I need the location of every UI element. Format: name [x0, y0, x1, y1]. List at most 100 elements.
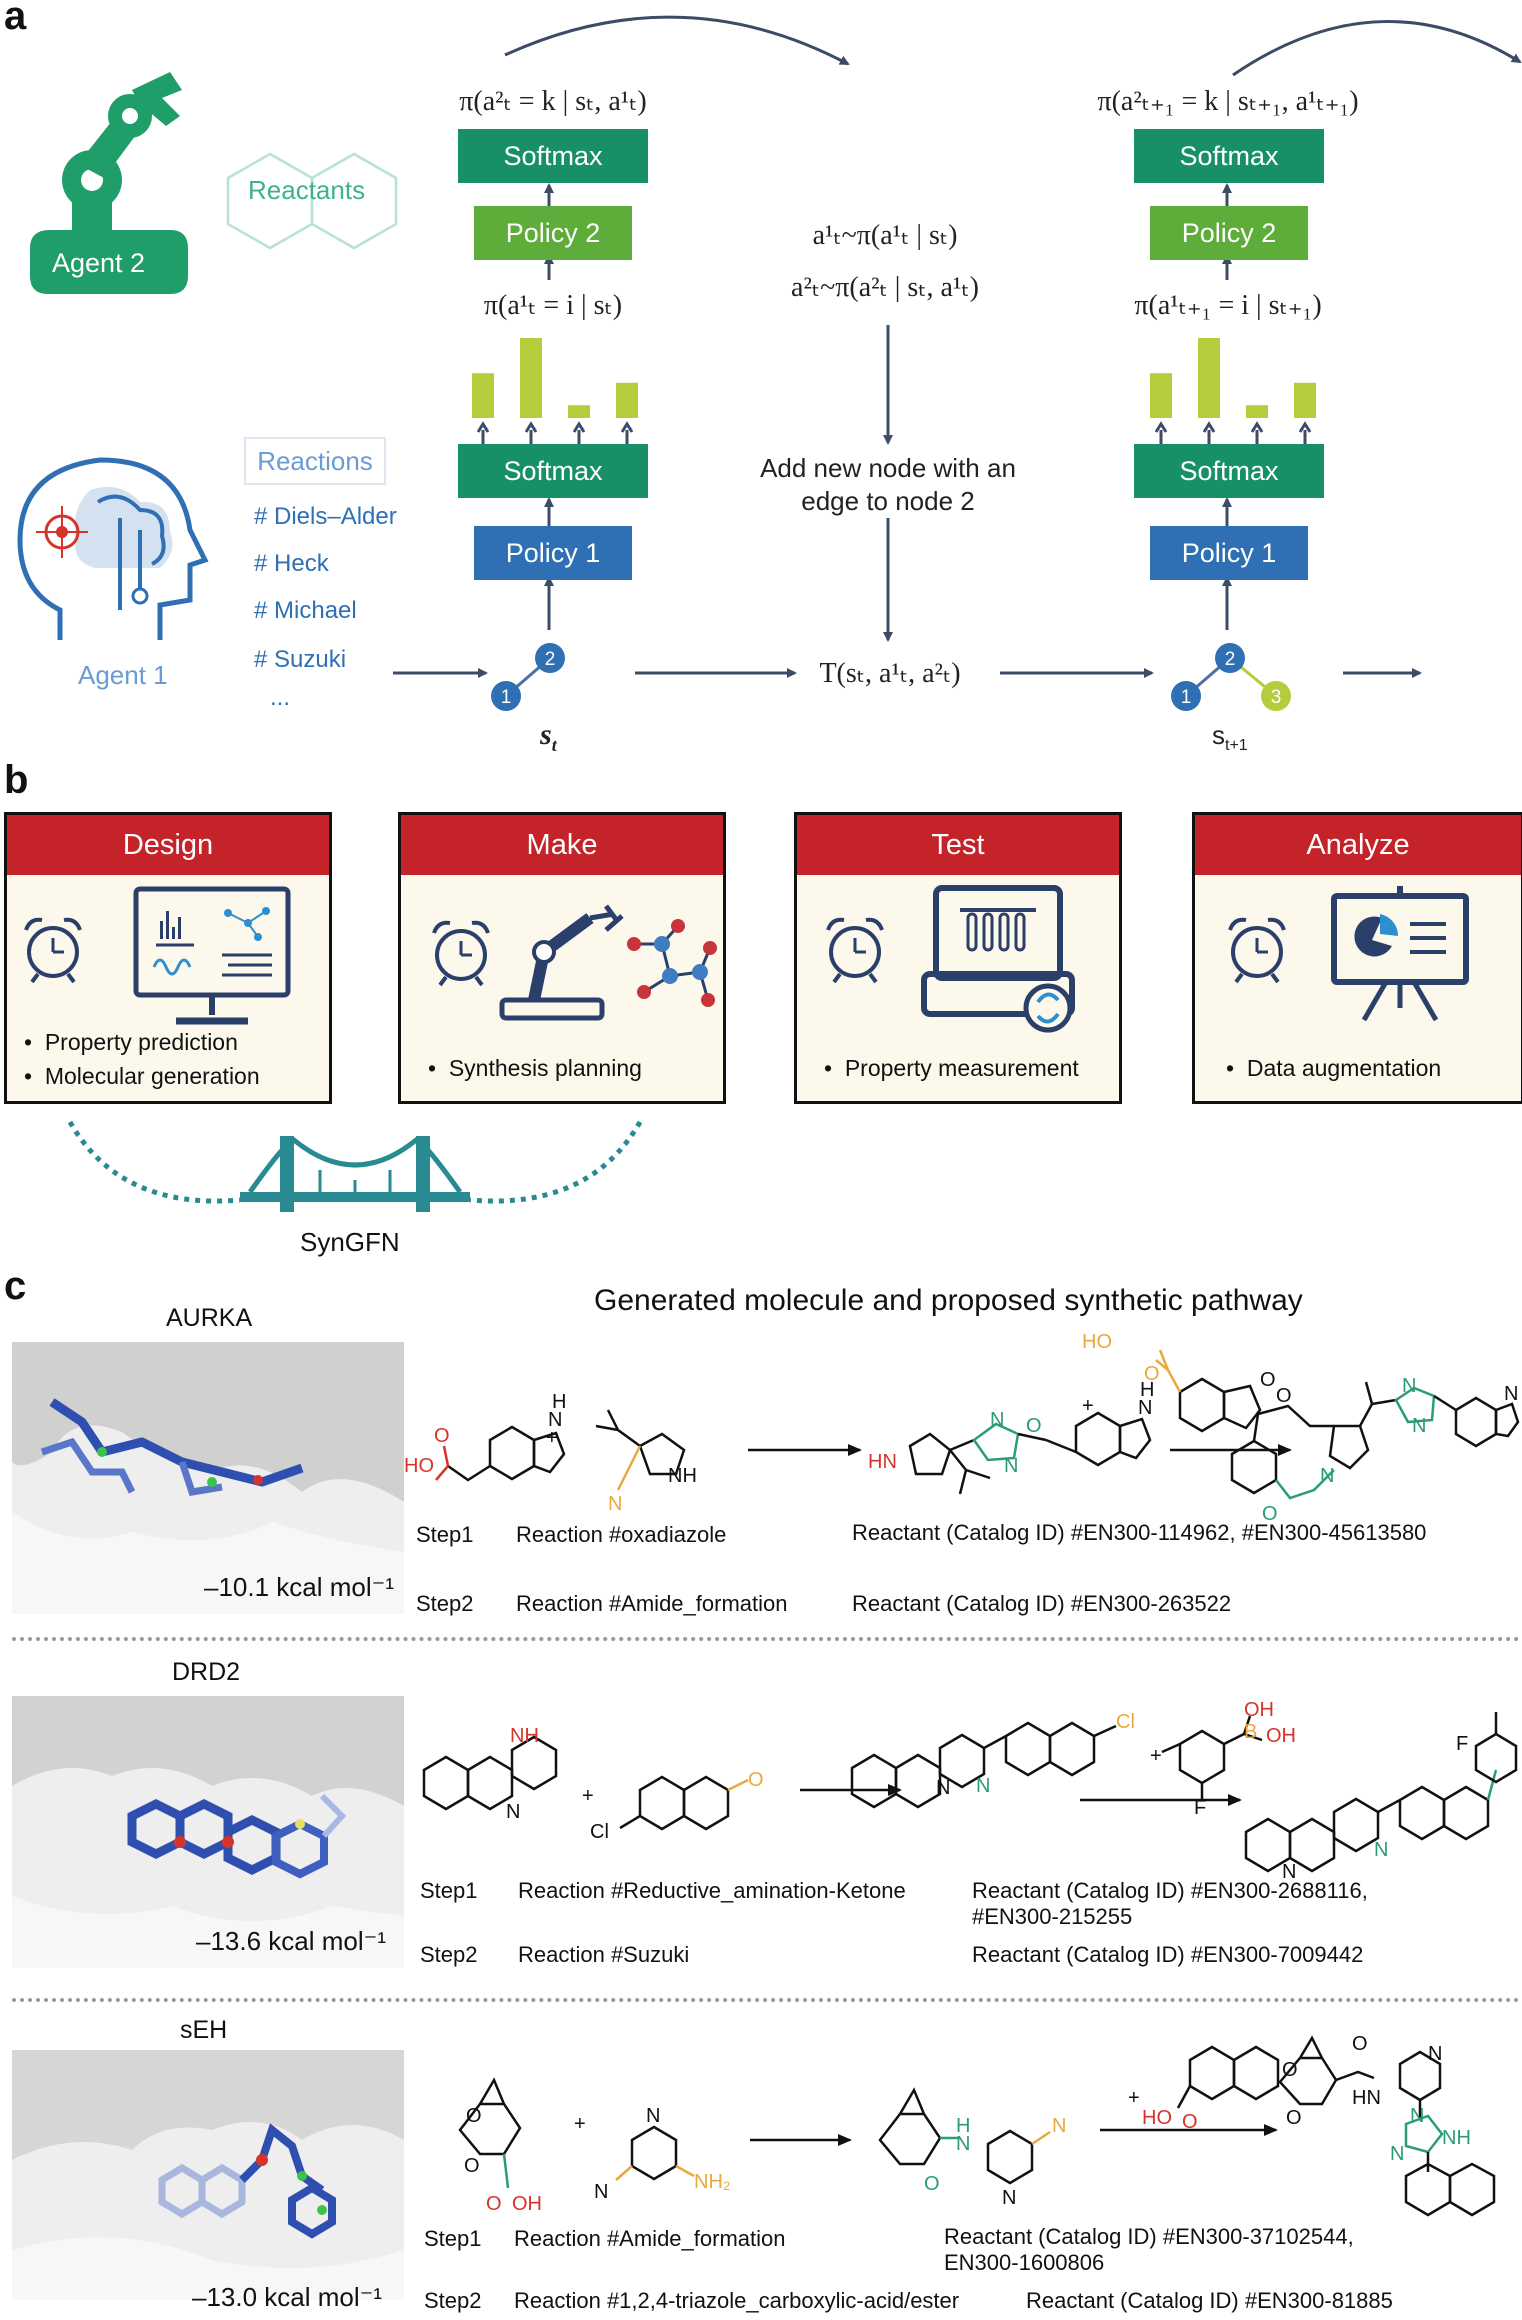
probability-bar [616, 382, 638, 418]
step-reactant: Reactant (Catalog ID) #EN300-263522 [852, 1591, 1232, 1616]
bar-arrow [620, 421, 634, 444]
atom-label: Cl [1116, 1711, 1135, 1733]
step-reactant: Reactant (Catalog ID) #EN300-7009442 [972, 1942, 1364, 1967]
policy2-probability-right: π(a²ₜ₊₁ = k | sₜ₊₁, a¹ₜ₊₁) [1097, 86, 1359, 117]
atom-label: O [1026, 1415, 1042, 1437]
step-reactant: EN300-1600806 [944, 2250, 1105, 2275]
step-label: Step1 [420, 1878, 478, 1903]
state-letter: s [540, 718, 552, 751]
target-name: AURKA [166, 1304, 253, 1332]
drd2-synthetic-pathway: NH N + Cl O N N Cl + F B OH OH N N F [422, 1699, 1518, 1883]
policy1-box: Policy 1 [474, 526, 632, 580]
step-reaction: Reaction #Suzuki [518, 1942, 690, 1967]
bridge-icon [67, 1120, 643, 1212]
plus-sign: + [574, 2113, 586, 2135]
step-reactant: Reactant (Catalog ID) #EN300-114962, #EN… [852, 1520, 1427, 1545]
alarm-clock-icon [432, 920, 490, 987]
atom-label: O [1286, 2107, 1302, 2129]
node-label-1: 1 [1181, 687, 1192, 708]
alarm-clock-icon [1228, 917, 1286, 984]
panel-letter-b: b [4, 758, 29, 802]
step-reaction: Reaction #1,2,4-triazole_carboxylic-acid… [514, 2288, 960, 2313]
atom-label: N [1002, 2187, 1016, 2209]
atom-label: NH [1442, 2127, 1471, 2149]
atom-label: OH [512, 2193, 542, 2215]
policy1-probability-left: π(a¹ₜ = i | sₜ) [483, 290, 623, 321]
state-graph-st: 1 2 [491, 643, 565, 711]
next-state-subscript: t+1 [1225, 737, 1248, 755]
node-label-1: 1 [501, 687, 512, 708]
policy1-probability-right: π(a¹ₜ₊₁ = i | sₜ₊₁) [1134, 290, 1322, 321]
softmax-box: Softmax [458, 129, 648, 183]
bar-arrow [476, 421, 490, 444]
atom-label: O [434, 1425, 450, 1447]
atom-label: NH₂ [694, 2171, 731, 2193]
atom-label: N [506, 1801, 520, 1823]
step-reaction: Reaction #Amide_formation [516, 1591, 788, 1616]
bridge-label: SynGFN [300, 1227, 400, 1257]
atom-label: OH [1244, 1699, 1274, 1721]
design-bullet: • Property prediction [24, 1029, 238, 1055]
atom-label: O [748, 1769, 764, 1791]
atom-label: O [1276, 1385, 1292, 1407]
reactions-header: Reactions [244, 437, 386, 485]
analyze-bullet-text: Data augmentation [1246, 1055, 1442, 1081]
probability-bar [1246, 405, 1268, 418]
atom-label: N [990, 1409, 1004, 1431]
step-label: Step1 [424, 2226, 482, 2251]
plus-sign: + [1150, 1745, 1162, 1767]
step-label: Step2 [424, 2288, 482, 2313]
protein-pocket-seh [12, 2050, 404, 2300]
agent1-head-icon [17, 457, 209, 640]
step-label: Step1 [416, 1522, 474, 1547]
step-reactant: Reactant (Catalog ID) #EN300-37102544, [944, 2224, 1354, 2249]
policy1-box: Policy 1 [1150, 526, 1308, 580]
bar-arrow [524, 421, 538, 444]
atom-label: N [608, 1493, 622, 1515]
add-node-line: edge to node 2 [801, 486, 975, 516]
atom-label: N [1412, 1415, 1426, 1437]
policy2-box: Policy 2 [1150, 206, 1308, 260]
atom-label: N [1390, 2143, 1404, 2165]
atom-label: N [594, 2181, 608, 2203]
plus-sign: + [1082, 1395, 1094, 1417]
reaction-item: # Heck [254, 550, 329, 577]
target-name: sEH [180, 2016, 228, 2044]
robot-arm-icon [30, 72, 188, 294]
step-label: Step2 [416, 1591, 474, 1616]
atom-label: F [1456, 1733, 1468, 1755]
design-card-title: Design [7, 815, 329, 875]
atom-label: N [976, 1775, 990, 1797]
atom-label: Cl [590, 1821, 609, 1843]
agent2-label: Agent 2 [52, 248, 146, 278]
bar-arrow [1250, 421, 1264, 444]
lab-instrument-icon [921, 885, 1075, 1033]
reactants-label: Reactants [248, 175, 366, 205]
test-bullet-text: Property measurement [844, 1055, 1079, 1081]
analyze-card-title: Analyze [1195, 815, 1521, 875]
state-label: st [540, 718, 557, 756]
step-reactant: #EN300-215255 [972, 1904, 1133, 1929]
make-card-title: Make [401, 815, 723, 875]
atom-label: F [1194, 1797, 1206, 1819]
softmax-box: Softmax [458, 444, 648, 498]
step-reaction: Reaction #oxadiazole [516, 1522, 727, 1547]
analyze-bullet: • Data augmentation [1226, 1055, 1442, 1081]
robot-molecule-icon [499, 904, 717, 1021]
atom-label: H [956, 2115, 970, 2137]
bar-arrow [1202, 421, 1216, 444]
alarm-clock-icon [826, 917, 884, 984]
atom-label: N [1004, 1455, 1018, 1477]
atom-label: HN [1352, 2087, 1381, 2109]
probability-bar [1294, 382, 1316, 418]
atom-label: NH [510, 1725, 539, 1747]
atom-label: O [924, 2173, 940, 2195]
reactants-hexagons-icon [226, 152, 398, 250]
probability-bar [568, 405, 590, 418]
add-node-line: Add new node with an [760, 453, 1016, 483]
atom-label: N [1282, 1861, 1296, 1883]
atom-label: N [548, 1409, 562, 1431]
atom-label: HN [868, 1451, 897, 1473]
plus-sign: + [1128, 2087, 1140, 2109]
test-card-title: Test [797, 815, 1119, 875]
